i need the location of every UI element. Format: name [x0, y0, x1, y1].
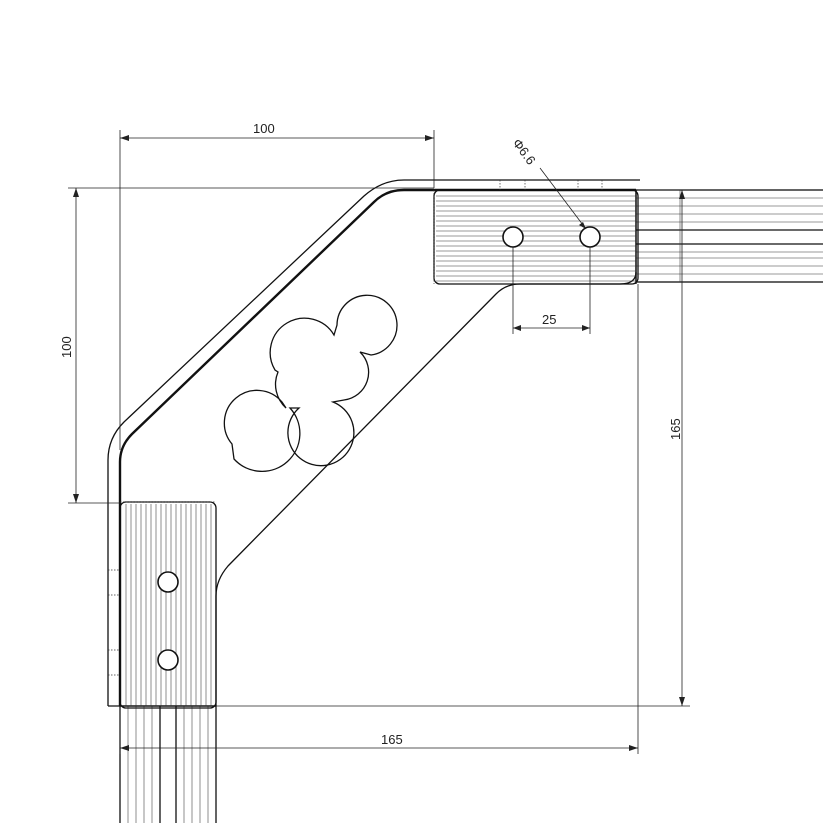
vertical-profile — [119, 705, 217, 823]
corner-plate-outer-edge — [118, 188, 636, 706]
dimension-hole-spacing: 25 — [512, 247, 591, 334]
horizontal-clamp-block — [433, 189, 639, 285]
vertical-clamp-hatching — [125, 504, 212, 706]
mounting-hole — [579, 226, 601, 248]
horizontal-clamp-outline — [433, 189, 639, 285]
vertical-clamp-block — [108, 501, 217, 709]
mounting-hole — [502, 226, 524, 248]
dimension-label: 25 — [542, 312, 556, 327]
horizontal-profile-outline — [635, 189, 823, 283]
dimension-left-height: 100 — [59, 187, 434, 504]
dimension-right-height: 165 — [216, 189, 690, 707]
slot-cutout — [223, 294, 398, 472]
top-edge-marks — [499, 180, 603, 190]
mounting-hole — [157, 649, 179, 671]
corner-plate — [107, 179, 640, 707]
dimension-hole-diameter: Φ6.6 — [510, 136, 587, 230]
corner-plate-back-edge — [107, 179, 640, 706]
mounting-holes — [157, 226, 601, 671]
vertical-profile-grooves — [127, 706, 209, 823]
dimension-label: 100 — [253, 121, 275, 136]
dimension-label: Φ6.6 — [510, 136, 539, 168]
dimension-label: 165 — [381, 732, 403, 747]
dimension-top-width: 100 — [119, 121, 435, 450]
dimension-label: 165 — [668, 418, 683, 440]
horizontal-profile — [635, 189, 823, 283]
horizontal-clamp-hatching — [436, 195, 636, 282]
dimension-label: 100 — [59, 336, 74, 358]
vertical-clamp-outline — [119, 501, 217, 709]
horizontal-profile-grooves — [636, 190, 823, 282]
mounting-hole — [157, 571, 179, 593]
dimension-bottom-width: 165 — [119, 284, 639, 754]
vertical-profile-outline — [119, 705, 217, 823]
corner-plate-inner-edge — [215, 271, 637, 706]
